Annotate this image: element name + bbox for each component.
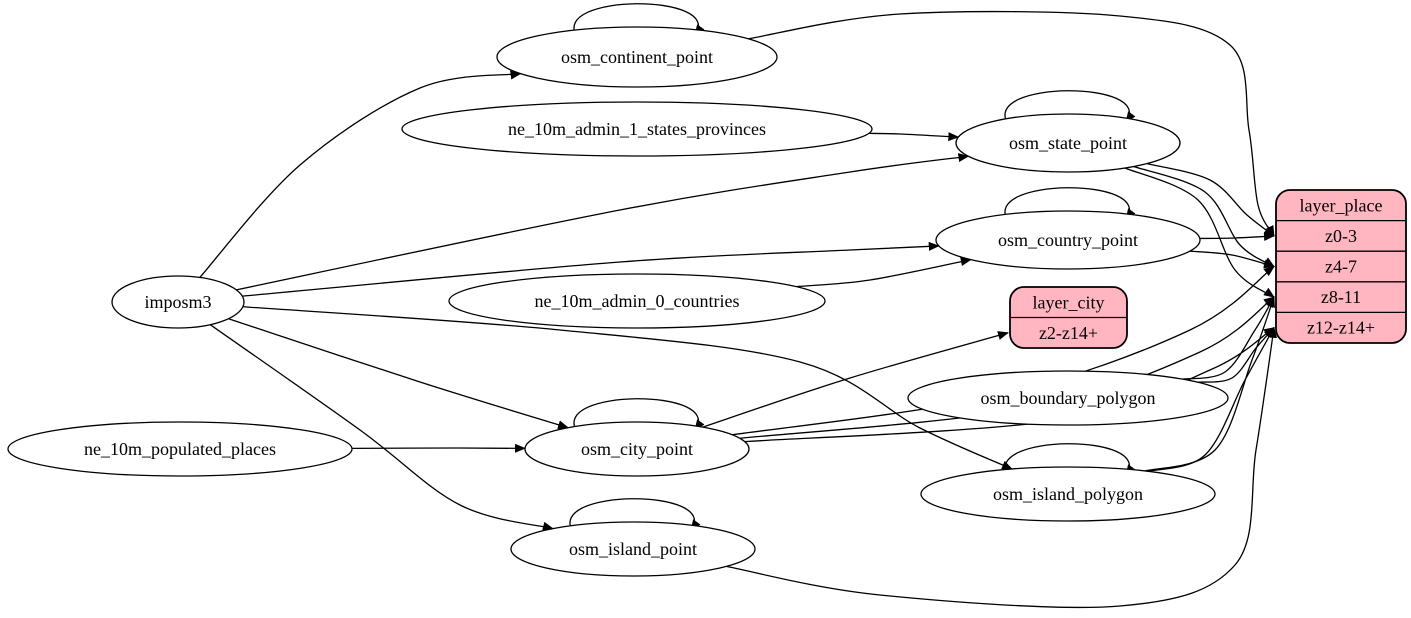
node-osm_island_point: osm_island_point xyxy=(510,521,756,577)
node-label-ne_10m_admin_0_countries: ne_10m_admin_0_countries xyxy=(535,291,740,311)
node-osm_city_point: osm_city_point xyxy=(524,421,750,477)
edge-osm_boundary_polygon-to-layer_place-3 xyxy=(1182,296,1275,380)
node-imposm3: imposm3 xyxy=(111,275,245,329)
record-row-layer_place-z8-11: z8-11 xyxy=(1321,287,1361,307)
self-loop-osm_state_point xyxy=(1004,90,1136,125)
edge-imposm3-to-osm_island_point xyxy=(209,324,554,531)
node-label-imposm3: imposm3 xyxy=(144,292,211,312)
edge-osm_continent_point-to-layer_place-1 xyxy=(748,10,1275,237)
record-row-layer_place-z4-7: z4-7 xyxy=(1325,257,1357,277)
node-shape-osm_island_point xyxy=(510,521,756,577)
node-shape-osm_boundary_polygon xyxy=(907,370,1229,426)
edge-osm_state_point-to-layer_place-1 xyxy=(1146,162,1275,237)
record-row-layer_city-layer-city: layer_city xyxy=(1033,292,1105,312)
node-shape-ne_10m_admin_0_countries xyxy=(448,273,826,329)
record-shape-layer_place xyxy=(1275,189,1407,344)
record-row-layer_place-layer-place: layer_place xyxy=(1300,195,1383,215)
node-label-osm_continent_point: osm_continent_point xyxy=(561,47,713,67)
node-label-osm_boundary_polygon: osm_boundary_polygon xyxy=(981,388,1156,408)
node-shape-osm_continent_point xyxy=(496,26,778,88)
record-layer_city: layer_city z2-z14+ xyxy=(1009,286,1128,349)
edge-ne_10m_admin_1_states_provinces-to-osm_state_point xyxy=(868,132,960,142)
node-shape-osm_country_point xyxy=(935,210,1201,270)
edge-ne_10m_admin_0_countries-to-osm_country_point xyxy=(796,257,972,288)
edge-osm_city_point-to-layer_city-1 xyxy=(702,331,1009,428)
node-shape-ne_10m_admin_1_states_provinces xyxy=(401,101,873,157)
edge-imposm3-to-osm_island_polygon xyxy=(242,306,1013,470)
node-label-osm_city_point: osm_city_point xyxy=(581,439,693,459)
record-row-layer_place-z0-3: z0-3 xyxy=(1325,226,1357,246)
node-osm_boundary_polygon: osm_boundary_polygon xyxy=(907,370,1229,426)
node-label-ne_10m_admin_1_states_provinces: ne_10m_admin_1_states_provinces xyxy=(508,119,766,139)
node-shape-osm_state_point xyxy=(955,113,1181,173)
node-osm_state_point: osm_state_point xyxy=(955,113,1181,173)
node-label-ne_10m_populated_places: ne_10m_populated_places xyxy=(84,439,276,459)
node-layer: imposm3 osm_continent_point ne_10m_admin_1… xyxy=(7,26,1229,577)
edge-osm_island_polygon-to-layer_place-4 xyxy=(1147,326,1275,472)
node-label-osm_state_point: osm_state_point xyxy=(1009,133,1127,153)
node-label-osm_island_polygon: osm_island_polygon xyxy=(993,484,1143,504)
node-shape-osm_city_point xyxy=(524,421,750,477)
node-shape-imposm3 xyxy=(111,275,245,329)
edge-imposm3-to-osm_state_point xyxy=(236,153,970,291)
edge-imposm3-to-osm_city_point xyxy=(228,318,570,430)
edge-imposm3-to-osm_country_point xyxy=(242,241,940,297)
record-row-layer_city-z2-z14-: z2-z14+ xyxy=(1039,323,1098,343)
node-label-osm_country_point: osm_country_point xyxy=(998,230,1138,250)
record-row-layer_place-z12-z14-: z12-z14+ xyxy=(1307,318,1375,338)
node-osm_continent_point: osm_continent_point xyxy=(496,26,778,88)
self-loop-osm_island_point xyxy=(569,498,701,533)
node-shape-osm_island_polygon xyxy=(920,466,1216,522)
edge-osm_island_point-to-layer_place-4 xyxy=(726,326,1277,609)
self-loop-osm_country_point xyxy=(1004,187,1136,222)
node-label-osm_island_point: osm_island_point xyxy=(569,539,697,559)
node-ne_10m_populated_places: ne_10m_populated_places xyxy=(7,421,353,477)
edge-osm_island_polygon-to-layer_place-3 xyxy=(1144,296,1275,472)
edge-osm_state_point-to-layer_place-2 xyxy=(1133,165,1275,268)
node-osm_island_polygon: osm_island_polygon xyxy=(920,466,1216,522)
record-layer_place: layer_place z0-3 z4-7 z8-11 z12-z14+ xyxy=(1275,189,1407,344)
edge-imposm3-to-osm_continent_point xyxy=(199,70,522,278)
self-loop-osm_city_point xyxy=(573,398,705,433)
node-shape-ne_10m_populated_places xyxy=(7,421,353,477)
node-ne_10m_admin_0_countries: ne_10m_admin_0_countries xyxy=(448,273,826,329)
self-loop-osm_island_polygon xyxy=(1004,443,1136,478)
edge-osm_boundary_polygon-to-layer_place-4 xyxy=(1197,326,1275,383)
node-osm_country_point: osm_country_point xyxy=(935,210,1201,270)
self-loop-osm_continent_point xyxy=(573,3,705,38)
edge-osm_country_point-to-layer_place-1 xyxy=(1199,232,1275,242)
node-ne_10m_admin_1_states_provinces: ne_10m_admin_1_states_provinces xyxy=(401,101,873,157)
